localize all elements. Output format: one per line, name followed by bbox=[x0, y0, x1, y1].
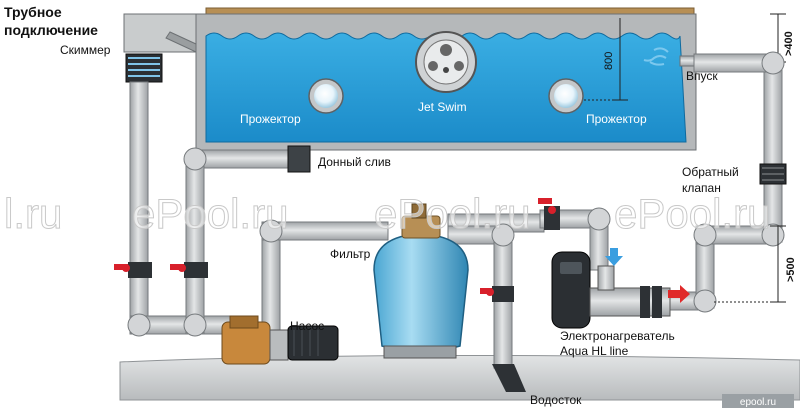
title-line-1: Трубное bbox=[4, 4, 62, 20]
waste-drain-outlet bbox=[492, 364, 526, 392]
watermark-3: ePool.ru bbox=[374, 190, 530, 237]
filter-label: Фильтр bbox=[330, 247, 371, 261]
logo-box bbox=[722, 394, 794, 408]
check-valve bbox=[759, 163, 787, 185]
flow-arrow-right bbox=[668, 285, 690, 303]
heater-height-dimension bbox=[714, 225, 786, 303]
watermark-1: l.ru bbox=[4, 190, 62, 237]
electric-heater bbox=[551, 251, 671, 329]
pump-label: Насос bbox=[290, 319, 324, 333]
pipe-elbows bbox=[127, 51, 785, 337]
flow-arrow-down bbox=[605, 248, 623, 266]
inlet-height-value: >400 bbox=[783, 31, 795, 56]
ball-valve-drain-line bbox=[170, 262, 208, 278]
heater-label-1: Электронагреватель bbox=[560, 329, 675, 343]
jet-swim-unit bbox=[415, 31, 477, 93]
bottom-drain-outlet bbox=[287, 145, 311, 173]
jet-swim-label: Jet Swim bbox=[418, 100, 467, 114]
check-valve-label-2: клапан bbox=[682, 181, 721, 195]
ball-valve-skimmer bbox=[114, 262, 152, 278]
skimmer-label: Скиммер bbox=[60, 43, 111, 57]
depth-value: 800 bbox=[603, 52, 615, 70]
sand-filter bbox=[373, 203, 469, 359]
depth-dimension bbox=[584, 18, 628, 101]
projector-left-lamp bbox=[308, 78, 344, 114]
ground bbox=[119, 354, 800, 401]
inlet-label: Впуск bbox=[686, 69, 718, 83]
ball-valve-heater-line bbox=[538, 198, 560, 230]
pump bbox=[221, 315, 339, 365]
logo: epool.ru bbox=[740, 397, 776, 408]
projector-left-label: Прожектор bbox=[240, 112, 301, 126]
heater-height-value: >500 bbox=[785, 257, 797, 282]
watermark-2: ePool.ru bbox=[132, 190, 288, 237]
heater-label-2: Aqua HL line bbox=[560, 344, 629, 358]
projector-right-label: Прожектор bbox=[586, 112, 647, 126]
check-valve-label-1: Обратный bbox=[682, 165, 739, 179]
skimmer bbox=[123, 13, 197, 83]
bottom-drain-label: Донный слив bbox=[318, 155, 391, 169]
title-line-2: подключение bbox=[4, 22, 98, 38]
watermark-4: ePool.ru bbox=[614, 190, 770, 237]
ball-valve-waste-line bbox=[480, 286, 514, 302]
drain-label: Водосток bbox=[530, 393, 582, 407]
projector-right-lamp bbox=[548, 78, 584, 114]
